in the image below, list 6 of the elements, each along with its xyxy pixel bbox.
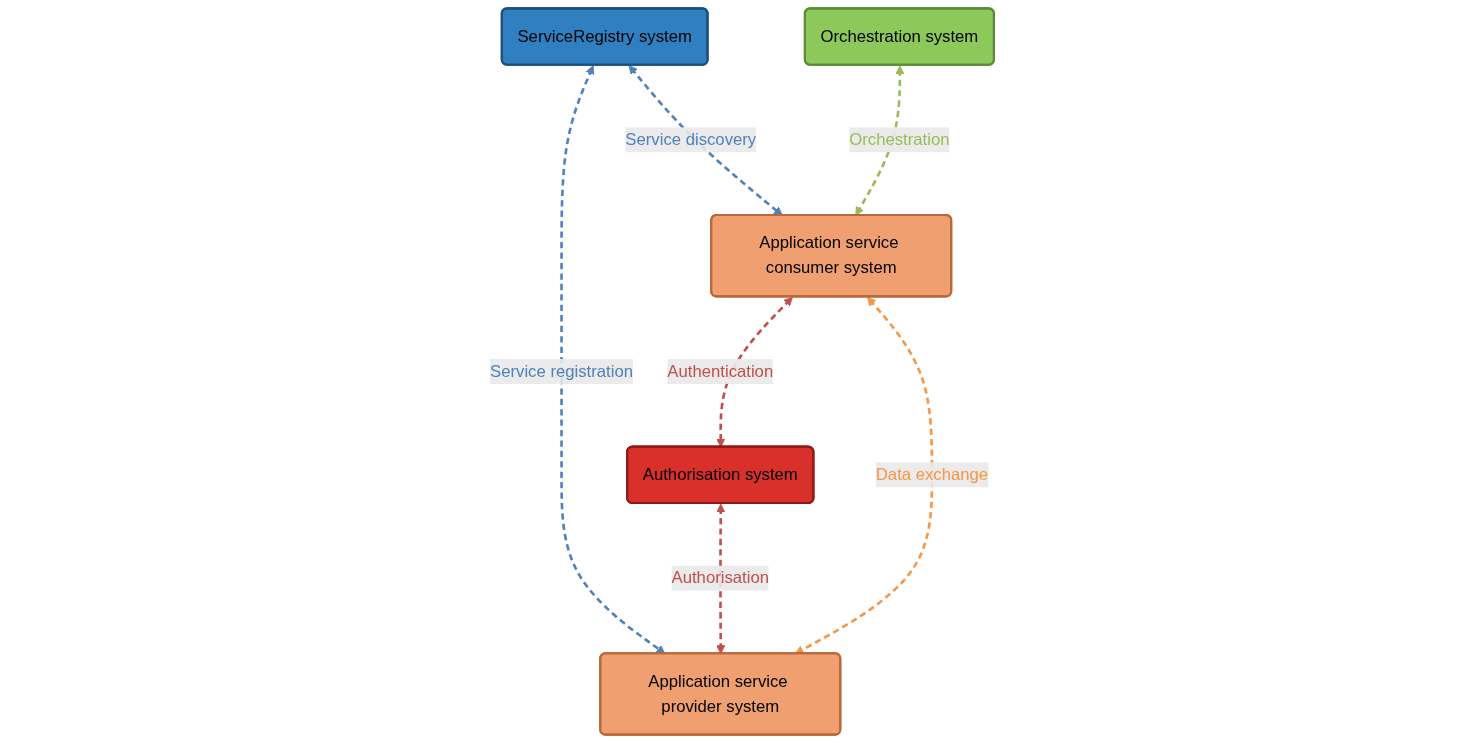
edge-label: Orchestration <box>849 130 950 149</box>
edge-label: Authorisation <box>671 568 770 587</box>
edge-label: Service discovery <box>625 130 757 149</box>
edge-label: Service registration <box>490 362 633 380</box>
edge-label: Data exchange <box>875 465 989 484</box>
edge-label: Authentication <box>667 362 774 380</box>
